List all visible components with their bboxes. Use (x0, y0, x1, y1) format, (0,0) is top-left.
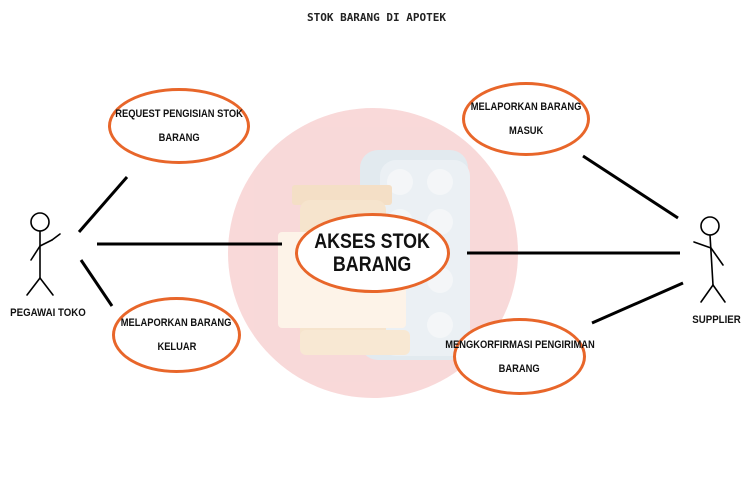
line-supplier-konfirmasi (591, 281, 684, 325)
usecase-akses-line1: AKSES STOK (314, 230, 431, 253)
usecase-mengkorfirmasi-pengiriman[interactable]: MENGKORFIRMASI PENGIRIMAN BARANG (445, 318, 594, 395)
usecase-akses-stok[interactable]: AKSES STOK BARANG (295, 213, 450, 293)
actor-pegawai-label: PEGAWAI TOKO (10, 307, 86, 319)
line-pegawai-request (77, 176, 129, 233)
usecase-melaporkan-masuk[interactable]: MELAPORKAN BARANG MASUK (462, 82, 590, 156)
usecase-konfirmasi-line2: BARANG (498, 362, 541, 375)
usecase-request-line2: BARANG (158, 132, 200, 144)
usecase-melaporkan-keluar[interactable]: MELAPORKAN BARANG KELUAR (112, 297, 241, 373)
usecase-keluar-line2: KELUAR (157, 341, 196, 353)
line-pegawai-keluar (79, 259, 114, 307)
usecase-keluar-line1: MELAPORKAN BARANG (121, 317, 232, 329)
usecase-konfirmasi-line1: MENGKORFIRMASI PENGIRIMAN (444, 338, 595, 351)
usecase-request-line1: REQUEST PENGISIAN STOK (115, 108, 243, 120)
actor-pegawai-figure (26, 212, 61, 296)
diagram-title: STOK BARANG DI APOTEK (306, 11, 447, 24)
usecase-masuk-line2: MASUK (508, 125, 544, 137)
actor-supplier-label: SUPPLIER (692, 314, 741, 326)
line-supplier-masuk (582, 154, 679, 220)
usecase-request-pengisian[interactable]: REQUEST PENGISIAN STOK BARANG (108, 88, 250, 164)
association-lines (77, 154, 684, 325)
usecase-akses-line2: BARANG (333, 253, 412, 276)
actor-supplier-figure (693, 216, 726, 303)
usecase-masuk-line1: MELAPORKAN BARANG (470, 101, 582, 113)
